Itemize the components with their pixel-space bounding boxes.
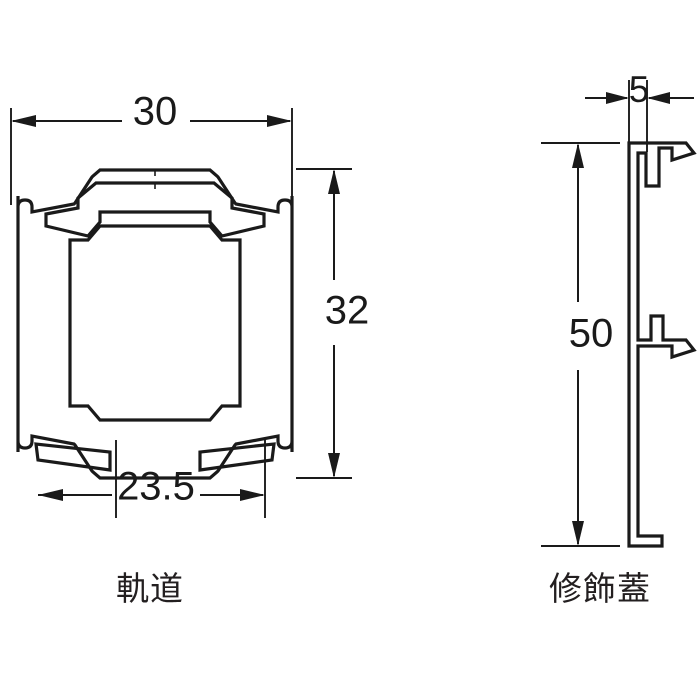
track-lower-left-flange xyxy=(34,442,112,472)
arrow-head-left-5 xyxy=(606,92,629,104)
dim-value-32: 32 xyxy=(325,289,370,333)
arrow-head-bottom-50 xyxy=(572,521,584,546)
dimension-track-inner-width: 23.5 xyxy=(38,440,266,518)
arrow-head-top-32 xyxy=(328,169,340,194)
cover-profile-outline xyxy=(627,141,697,548)
part-label-track: 軌道 xyxy=(116,569,184,608)
dim-value-30: 30 xyxy=(133,90,178,134)
arrow-head-right-235 xyxy=(240,489,265,501)
arrow-head-right-30 xyxy=(267,115,292,127)
cover-profile-group xyxy=(627,141,697,548)
dim-value-23-5: 23.5 xyxy=(117,465,195,509)
dimension-cover-height: 50 xyxy=(541,142,620,547)
track-profile-group xyxy=(16,168,294,480)
track-upper-inner-channel xyxy=(44,181,266,238)
part-label-cover: 修飾蓋 xyxy=(549,569,651,608)
arrow-head-right-5 xyxy=(647,92,670,104)
dim-value-50: 50 xyxy=(569,312,614,356)
dim-value-5: 5 xyxy=(629,69,650,110)
arrow-head-top-50 xyxy=(572,143,584,168)
track-inner-cavity xyxy=(68,224,242,422)
arrow-head-bottom-32 xyxy=(328,453,340,478)
dimension-cover-thickness: 5 xyxy=(585,69,694,152)
track-profile-outline xyxy=(16,168,294,480)
arrow-head-left-235 xyxy=(38,489,63,501)
track-lower-right-flange xyxy=(198,442,276,472)
dimension-track-height: 32 xyxy=(296,168,370,479)
arrow-head-left-30 xyxy=(11,115,36,127)
dimension-track-width: 30 xyxy=(10,90,293,205)
